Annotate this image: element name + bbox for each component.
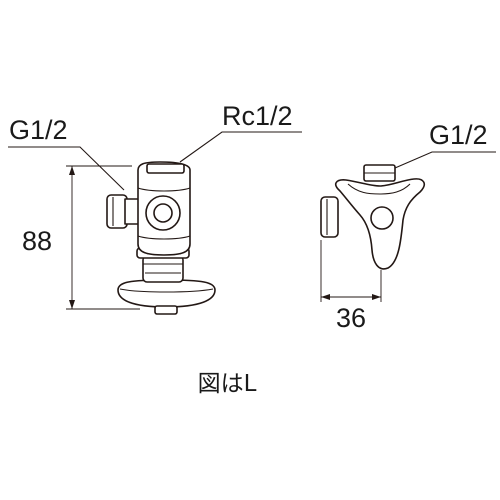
front-view bbox=[8, 131, 302, 315]
dimension-width bbox=[320, 240, 382, 302]
leader-front-top bbox=[179, 131, 302, 163]
label-front-top-thread: Rc1/2 bbox=[222, 101, 293, 131]
front-body bbox=[137, 161, 191, 256]
label-height-dimension: 88 bbox=[22, 226, 52, 256]
caption: 図はL bbox=[198, 371, 257, 397]
front-handwheel bbox=[117, 279, 216, 315]
leader-front-left bbox=[8, 146, 125, 191]
side-view bbox=[320, 151, 496, 302]
side-handle bbox=[334, 178, 426, 270]
front-left-inlet bbox=[106, 194, 140, 229]
label-width-dimension: 36 bbox=[336, 303, 366, 333]
side-left-inlet bbox=[320, 196, 339, 238]
leader-side-top bbox=[394, 151, 496, 169]
label-side-thread: G1/2 bbox=[429, 120, 488, 150]
label-front-left-thread: G1/2 bbox=[9, 115, 68, 145]
dimension-height bbox=[66, 165, 140, 310]
side-top-thread bbox=[363, 164, 396, 182]
